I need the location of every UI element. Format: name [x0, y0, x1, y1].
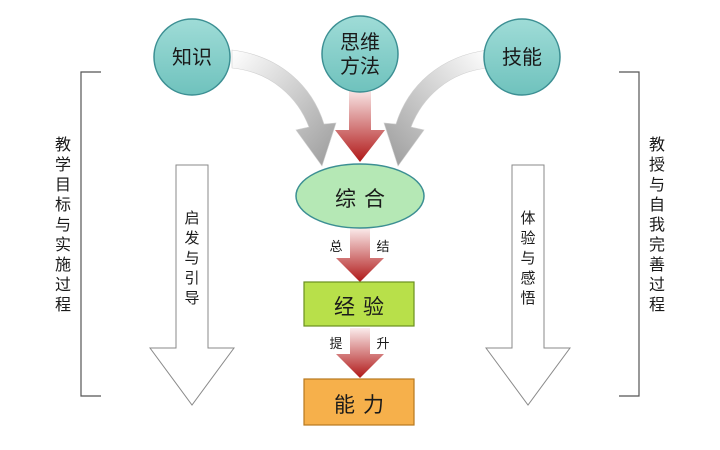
right-arrow-label: 体验与感悟 [520, 209, 536, 307]
ability-label: 能力 [334, 393, 392, 417]
right-bracket [619, 71, 640, 397]
knowledge-circle [153, 18, 231, 96]
experience-to-ability-arrow [336, 328, 384, 378]
synthesis-ellipse [295, 163, 425, 229]
raise-right-label: 升 [376, 337, 390, 352]
experience-box [303, 281, 415, 327]
thinking-label-line2: 方法 [340, 54, 380, 78]
left-bracket [80, 71, 101, 397]
skills-to-synthesis-arrow [383, 49, 489, 167]
skills-circle [483, 18, 561, 96]
experience-label: 经验 [334, 295, 392, 319]
summarize-right-label: 结 [376, 240, 390, 255]
raise-left-label: 提 [329, 337, 343, 352]
thinking-label-line1: 思维 [340, 30, 380, 54]
left-hollow-arrow [149, 164, 235, 406]
right-bracket-label: 教授与自我完善过程 [648, 135, 665, 314]
left-bracket-label: 教学目标与实施过程 [54, 135, 71, 314]
right-hollow-arrow [485, 164, 571, 406]
thinking-to-synthesis-arrow [335, 88, 385, 162]
synthesis-to-experience-arrow [336, 228, 384, 282]
synthesis-label: 综合 [335, 187, 393, 211]
skills-label: 技能 [502, 45, 542, 69]
left-arrow-label: 启发与引导 [184, 209, 200, 307]
ability-box [303, 378, 415, 426]
knowledge-to-synthesis-arrow [231, 49, 337, 167]
summarize-left-label: 总 [329, 240, 343, 255]
knowledge-label: 知识 [172, 45, 212, 69]
thinking-circle [321, 15, 399, 93]
